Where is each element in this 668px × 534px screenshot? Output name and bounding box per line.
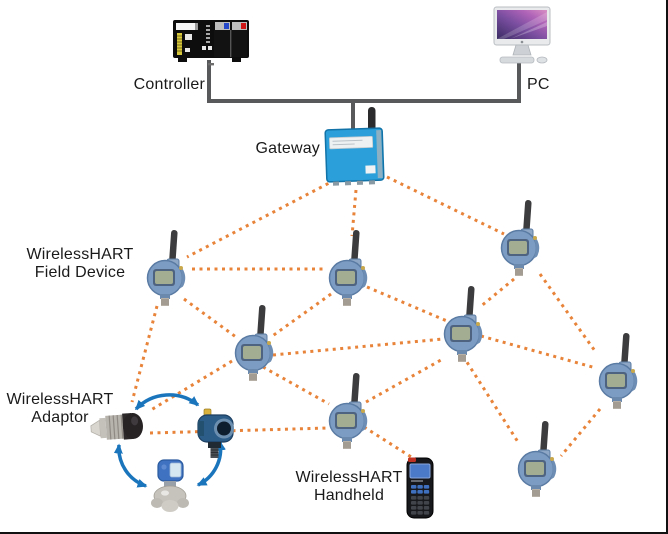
- wireless-link-adaptor-fd6: [149, 426, 330, 435]
- wireless-link-fd2-fd4: [270, 292, 332, 339]
- field-device-6-icon: [327, 372, 371, 450]
- gateway-label-text: Gateway: [255, 140, 320, 157]
- gateway-label: Gateway: [228, 140, 320, 158]
- cycle-arrow-left: [113, 443, 148, 488]
- wireless-link-fd1-fd4: [183, 297, 237, 339]
- wireless-link-fd3-fd7: [538, 273, 597, 352]
- wireless-link-fd6-handheld: [363, 425, 417, 462]
- wireless-link-fd6-fd5: [365, 358, 442, 404]
- wireless-link-fd1-adaptor: [130, 305, 159, 403]
- field-device-8-icon: [516, 420, 560, 498]
- wired-link-controller-pc-bus: [207, 58, 521, 103]
- field-device-label-line2: Field Device: [34, 264, 126, 281]
- field-device-7-icon: [597, 332, 641, 410]
- adaptor-label: WirelessHART Adaptor: [0, 391, 120, 427]
- wireless-link-fd5-fd7: [480, 334, 597, 370]
- wireless-link-fd7-fd8: [559, 408, 602, 457]
- wireless-link-gateway-fd3: [386, 175, 505, 236]
- wireless-link-fd4-adaptor: [150, 359, 233, 412]
- controller-label: Controller: [112, 76, 205, 94]
- adaptor-label-line2: Adaptor: [31, 409, 89, 426]
- adaptor-transmitter-icon: [196, 407, 238, 461]
- field-device-3-icon: [499, 199, 543, 277]
- wireless-mesh-links: [130, 175, 602, 462]
- field-device-label: WirelessHART Field Device: [5, 246, 155, 282]
- wired-backbone: [207, 58, 521, 131]
- wireless-link-gateway-fd1: [186, 178, 336, 259]
- wireless-link-fd4-fd5: [272, 337, 444, 357]
- handheld-label-line1: WirelessHART: [295, 469, 403, 486]
- adaptor-valve-transmitter-icon: [150, 458, 192, 514]
- gateway-device-icon: [324, 107, 386, 187]
- controller-label-text: Controller: [133, 76, 205, 93]
- field-device-label-line1: WirelessHART: [26, 246, 134, 263]
- wireless-link-fd5-fd8: [461, 355, 520, 443]
- cycle-arrow-top: [134, 393, 200, 411]
- adaptor-label-line1: WirelessHART: [6, 391, 114, 408]
- wireless-link-fd4-fd6: [262, 365, 330, 406]
- pc-device-icon: [486, 6, 558, 66]
- field-device-2-icon: [327, 229, 371, 307]
- pc-label: PC: [527, 76, 550, 94]
- wireless-link-fd2-fd5: [366, 285, 448, 323]
- controller-device-icon: [172, 18, 252, 66]
- field-device-4-icon: [233, 304, 277, 382]
- wireless-link-gateway-fd2: [350, 189, 358, 237]
- handheld-label: WirelessHART Handheld: [285, 469, 413, 505]
- field-device-5-icon: [442, 285, 486, 363]
- handheld-label-line2: Handheld: [313, 487, 385, 504]
- pc-label-text: PC: [527, 76, 550, 93]
